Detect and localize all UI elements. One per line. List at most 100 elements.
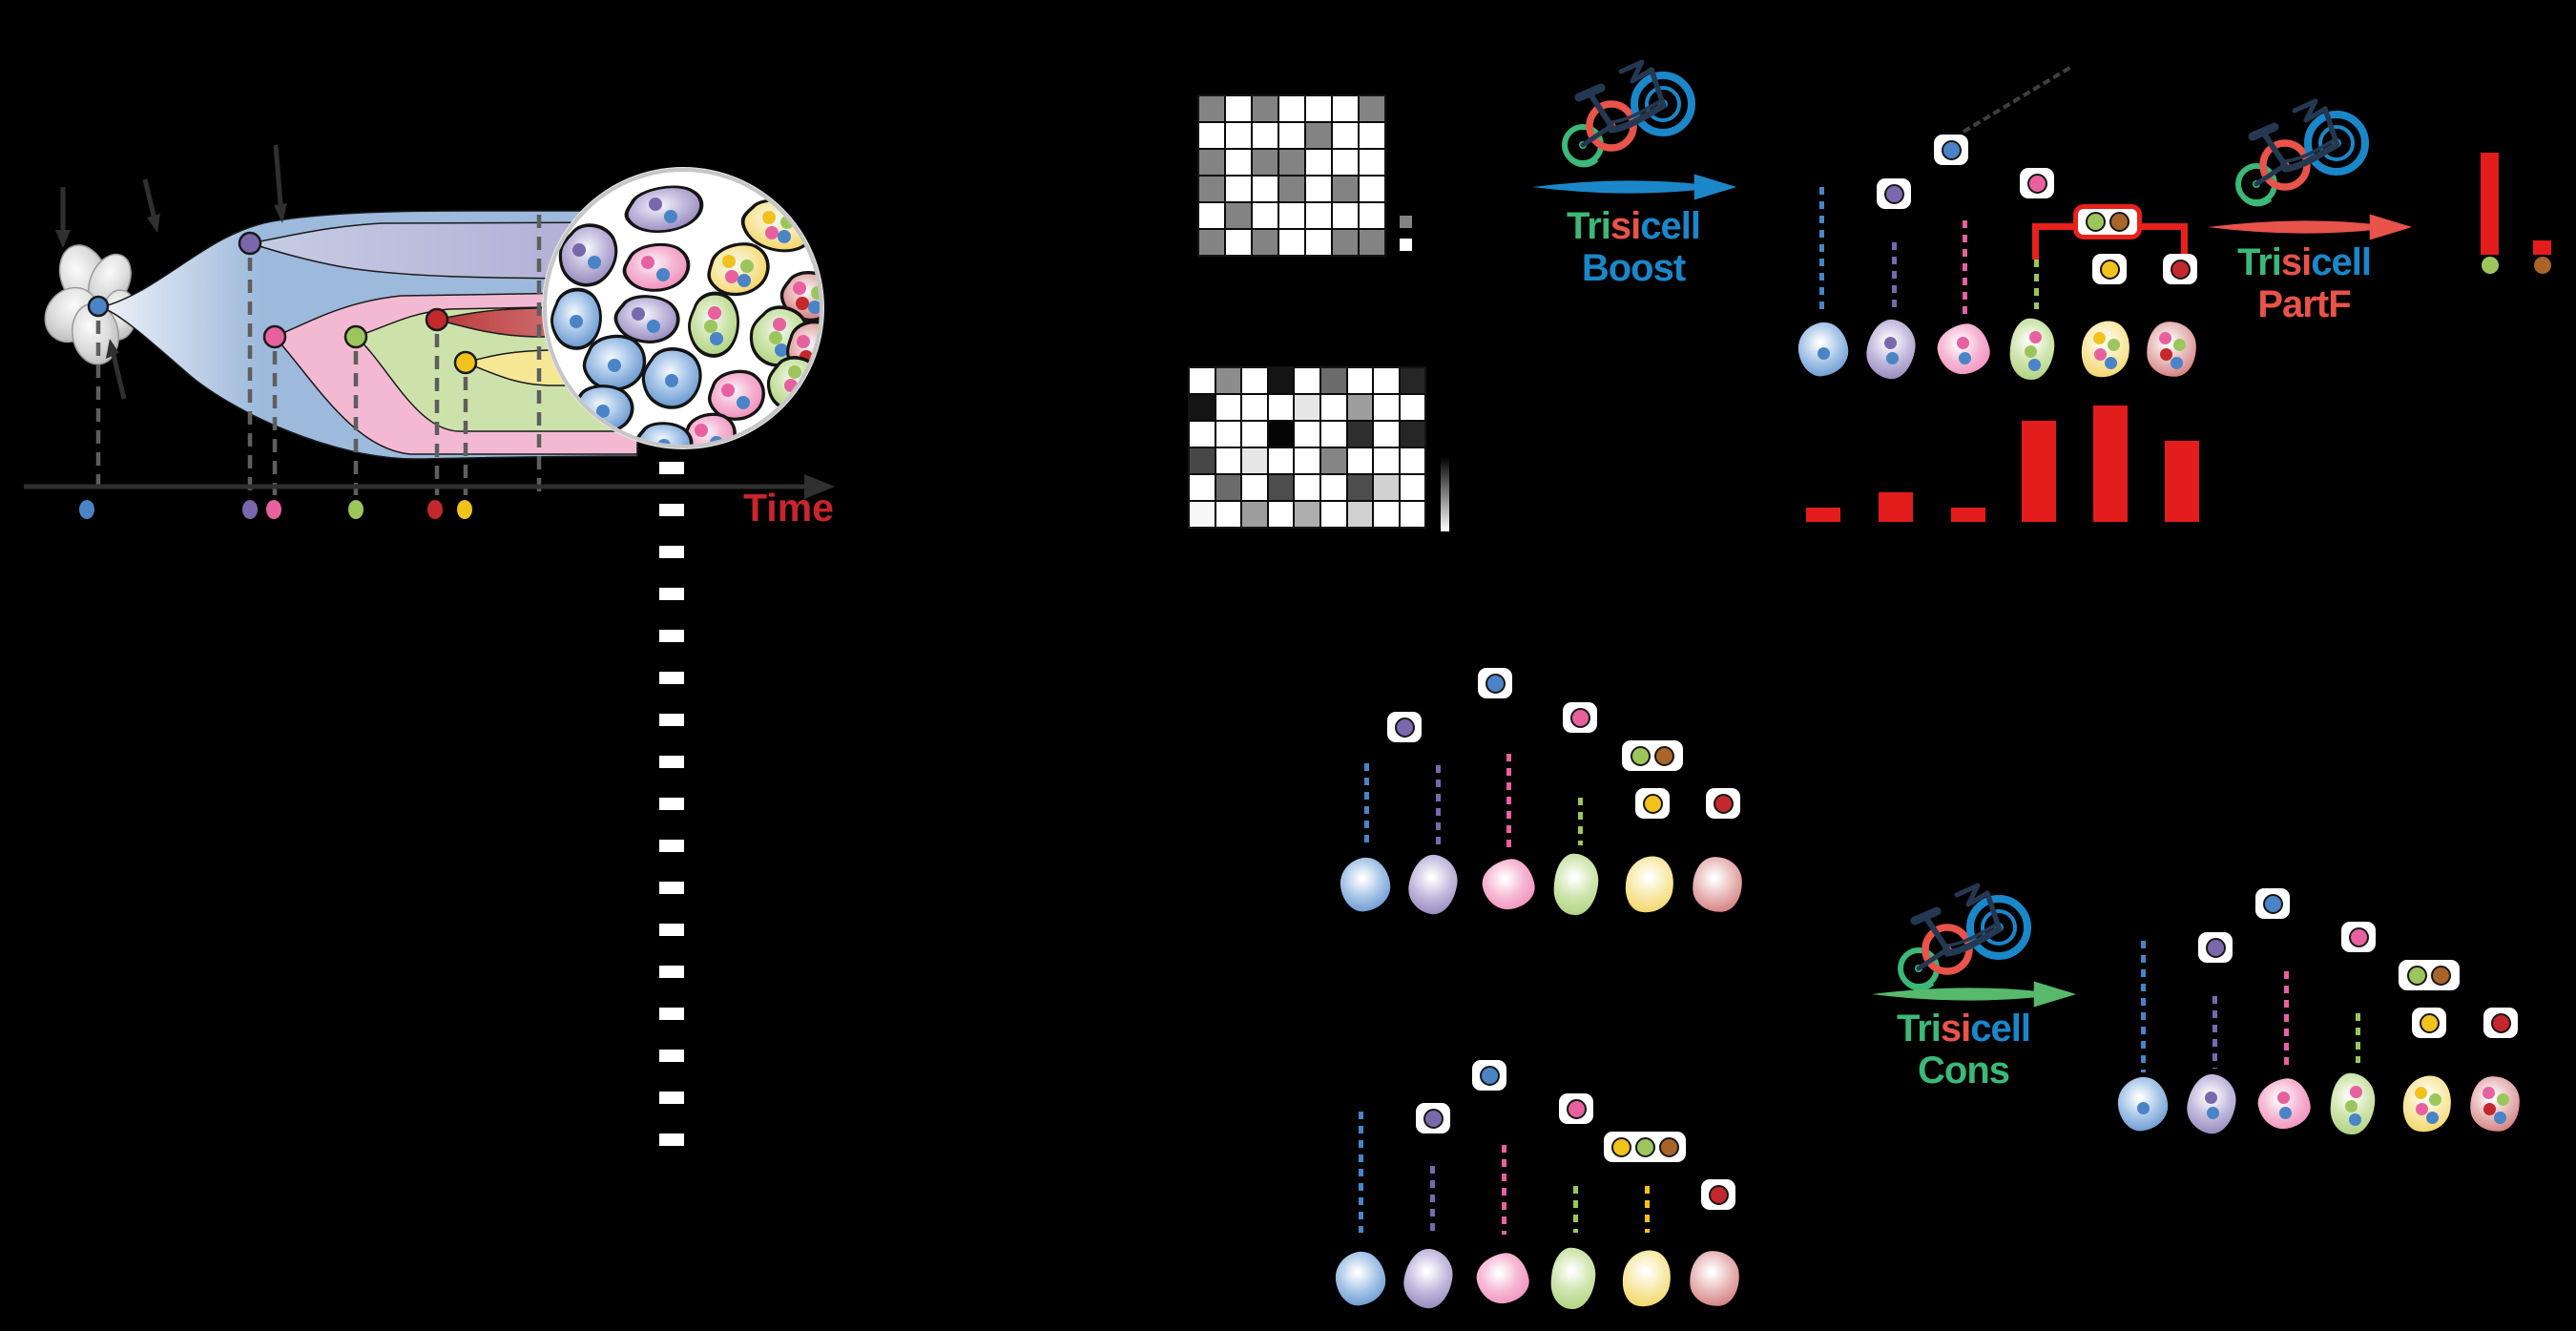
cons-label: Cons [1918,1050,2010,1092]
tree-branch-drop-blue [1358,1112,1363,1233]
matrix-cell [1242,422,1267,447]
matrix-cell [1199,150,1224,175]
tricycle-icon [1891,876,2034,995]
tree-node-pink [2020,168,2054,198]
matrix-cell [1320,502,1346,527]
mutation-dot-pink [2349,1085,2362,1098]
matrix-cell [1242,448,1267,473]
matrix-cell [1400,502,1425,527]
matrix-cell [1400,368,1425,393]
matrix-cell [1215,448,1241,473]
mutation-dot-pink [721,384,735,397]
matrix-cell [1268,422,1294,447]
tumor-cell-purple [613,295,680,343]
tree-cell-red [1688,1249,1741,1308]
mutation-dot-pink [765,226,779,239]
legend-unmutated-swatch [1400,239,1412,251]
sampling-dash [659,1008,684,1020]
sampling-dash [659,1092,684,1104]
time-axis-arrow-icon [804,474,835,499]
tree-branch-drop-green [2033,260,2039,309]
tree-branch-drop-purple [1429,1166,1435,1234]
genotype-matrix [1197,94,1386,257]
mutation-circle-blue [2262,893,2283,914]
matrix-cell [1242,475,1267,500]
expression-colorbar [1441,457,1449,531]
tree-branch-drop-green [2355,1013,2360,1063]
tree-node-purple [1416,1103,1450,1133]
mutation-dot-pink [695,424,708,437]
mutation-time-guides [95,215,542,495]
tree-cell-yellow [1620,851,1679,918]
matrix-cell [1333,123,1358,148]
matrix-cell [1242,368,1267,393]
mutation-dot-blue [596,405,610,418]
tree-node-yellow [2092,254,2127,284]
mutation-dot-pink [2415,1102,2428,1115]
timeline-dot-blue [79,500,94,519]
mutation-dot-blue [2278,1106,2292,1119]
matrix-cell [1347,368,1373,393]
mutation-dot-red [2483,1102,2496,1115]
matrix-cell [1253,150,1278,175]
matrix-cell [1347,475,1373,500]
matrix-cell [1400,475,1425,500]
matrix-cell [1347,502,1373,527]
legend-mutated-swatch [1400,216,1412,228]
sampling-dash [659,840,684,852]
tree-node-blue [1478,668,1512,698]
annotation-arrows [55,144,287,400]
mutation-circle-blue [1485,673,1506,694]
tree-cell-purple [1862,316,1920,383]
matrix-cell [1268,475,1294,500]
mutation-dot-pink [1956,336,1969,349]
matrix-cell [1226,203,1251,228]
matrix-cell [1295,502,1319,527]
matrix-cell [1360,230,1384,255]
brand-part-tri: Tri [2237,241,2282,283]
tricycle-icon [1555,52,1698,172]
sampling-dash [659,588,684,600]
mutation-dot-green [2172,338,2186,351]
sampling-dash [659,1133,684,1146]
time-axis [24,474,835,499]
matrix-cell [1360,123,1384,148]
matrix-cell [1268,395,1294,420]
mutation-circle-yellow [2419,1012,2440,1033]
mutation-dot-blue [775,343,788,357]
bar-green-mutation [2481,153,2499,255]
tree-cell-pink [1472,1249,1533,1308]
mutation-dot-pink [793,281,806,295]
bar-yellow-clone [2093,406,2128,522]
mutation-circle-yellow [1642,793,1663,814]
mutation-circle-pink [1566,1098,1587,1119]
mutation-circle-red [1708,1184,1729,1205]
matrix-cell [1306,96,1331,121]
matrix-cell [1279,203,1304,228]
tree-cell-yellow [2398,1071,2457,1137]
mutation-circle-yellow [1610,1136,1631,1157]
tree-cell-yellow [1617,1245,1676,1312]
mutation-dot-pink [2276,1091,2290,1104]
tree-node-red [2483,1008,2518,1038]
bar-pink-clone [1951,508,1985,522]
tumor-cell-purple [624,185,704,233]
matrix-cell [1226,96,1251,121]
matrix-cell [1374,368,1399,393]
partf-bracket-segment [2032,223,2080,230]
mutation-dot-blue [2170,356,2183,369]
matrix-cell [1242,395,1267,420]
tree-node-yellow [2412,1008,2446,1038]
matrix-cell [1374,448,1399,473]
mutation-circle-brown [1654,745,1674,766]
matrix-cell [1226,177,1251,201]
matrix-cell [1268,368,1294,393]
tree-node-purple [2198,932,2233,963]
arrow-from-below [106,339,127,400]
mutation-dot-green [2107,338,2120,351]
timeline-dot-red [427,500,443,519]
brand-part-si: si [1940,1008,1971,1050]
matrix-cell [1320,395,1346,420]
matrix-cell [1374,422,1399,447]
mutation-dot-pink [2093,347,2107,361]
